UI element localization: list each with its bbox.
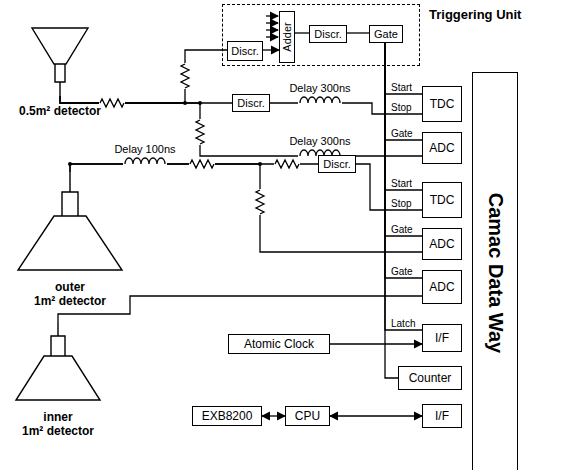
detector-label: 1m² detector xyxy=(22,424,94,438)
detector-caption: outer1m² detector xyxy=(34,280,106,308)
resistor-symbol xyxy=(254,189,266,215)
detector-label: 1m² detector xyxy=(34,294,106,308)
interface-module: I/F xyxy=(422,404,462,428)
resistor-symbol xyxy=(189,158,215,170)
box-label: Atomic Clock xyxy=(244,337,314,351)
box-label: TDC xyxy=(430,193,455,207)
signal-name: Latch xyxy=(390,318,416,329)
detector-outline xyxy=(14,172,126,272)
box-label: Camac Data Way xyxy=(484,192,507,352)
signal-name: Start xyxy=(390,82,413,93)
detector-label: outer xyxy=(34,280,106,294)
box-label: ADC xyxy=(429,141,454,155)
delay-label: Delay 100ns xyxy=(113,143,176,155)
detector-outline xyxy=(30,26,90,96)
wire xyxy=(58,296,422,322)
delay-coil xyxy=(123,156,167,166)
signal-name: Start xyxy=(390,178,413,189)
box-label: ADC xyxy=(429,237,454,251)
trigger-unit: Discr.AdderDiscr.GateTriggering Unit xyxy=(222,4,420,66)
resistor-symbol xyxy=(99,97,125,109)
detector-caption: inner1m² detector xyxy=(22,410,94,438)
box-label: EXB8200 xyxy=(202,409,253,423)
detector: 0.5m² detector xyxy=(30,26,90,96)
wire xyxy=(385,43,422,236)
signal-name: Gate xyxy=(390,224,414,235)
discriminator-box: Discr. xyxy=(318,155,356,173)
wire xyxy=(330,343,422,344)
adder-input xyxy=(266,16,278,37)
wire xyxy=(385,43,422,278)
delay-label: Delay 300ns xyxy=(288,82,351,94)
adc-module: ADC xyxy=(422,228,462,260)
wire xyxy=(70,164,422,252)
discriminator-box: Discr. xyxy=(309,25,347,43)
cpu-box: CPU xyxy=(285,406,330,426)
wire xyxy=(262,415,285,416)
box-label: Discr. xyxy=(323,157,351,171)
detector-caption: 0.5m² detector xyxy=(19,104,101,118)
signal-name: Gate xyxy=(390,266,414,277)
box-label: Discr. xyxy=(314,27,342,41)
wire xyxy=(60,96,422,156)
box-label: ADC xyxy=(429,280,454,294)
adc-module: ADC xyxy=(422,132,462,164)
detector-outline xyxy=(14,322,102,402)
wire xyxy=(60,50,227,103)
box-label: Discr. xyxy=(237,96,265,110)
adc-module: ADC xyxy=(422,270,462,304)
box-label: TDC xyxy=(430,97,455,111)
wire xyxy=(347,32,369,33)
box-label: Gate xyxy=(374,27,398,41)
gate-box: Gate xyxy=(369,25,403,43)
clock-box: Atomic Clock xyxy=(228,334,330,354)
wire xyxy=(60,96,232,103)
box-label: Counter xyxy=(409,371,452,385)
computer-box: EXB8200 xyxy=(192,406,262,426)
wire xyxy=(263,49,279,50)
camac-dataway: Camac Data Way xyxy=(472,72,518,470)
tdc-module: TDC xyxy=(422,86,462,122)
resistor-symbol xyxy=(274,158,300,170)
detector-label: 0.5m² detector xyxy=(19,104,101,118)
discriminator-box: Discr. xyxy=(227,41,263,61)
box-label: Discr. xyxy=(231,44,259,58)
wire xyxy=(330,415,422,416)
wire xyxy=(356,164,422,210)
signal-name: Stop xyxy=(390,102,413,113)
discriminator-box: Discr. xyxy=(232,94,270,112)
wire xyxy=(385,43,422,140)
box-label: Adder xyxy=(281,22,293,51)
resistor-symbol xyxy=(179,63,191,89)
detector: outer1m² detector xyxy=(14,172,126,272)
box-label: I/F xyxy=(435,409,449,423)
counter-module: Counter xyxy=(398,366,462,390)
detector: inner1m² detector xyxy=(14,322,102,402)
tdc-module: TDC xyxy=(422,182,462,218)
wire xyxy=(270,103,422,114)
adder-box: Adder xyxy=(279,11,295,63)
wire xyxy=(385,43,422,330)
signal-name: Gate xyxy=(390,128,414,139)
signal-name: Stop xyxy=(390,198,413,209)
unit-heading: Triggering Unit xyxy=(429,7,521,22)
interface-module: I/F xyxy=(422,324,462,352)
box-label: I/F xyxy=(435,331,449,345)
resistor-symbol xyxy=(194,119,206,145)
delay-coil xyxy=(298,95,342,105)
wire xyxy=(385,43,422,94)
wire xyxy=(295,32,309,33)
detector-label: inner xyxy=(22,410,94,424)
box-label: CPU xyxy=(295,409,320,423)
delay-label: Delay 300ns xyxy=(288,135,351,147)
